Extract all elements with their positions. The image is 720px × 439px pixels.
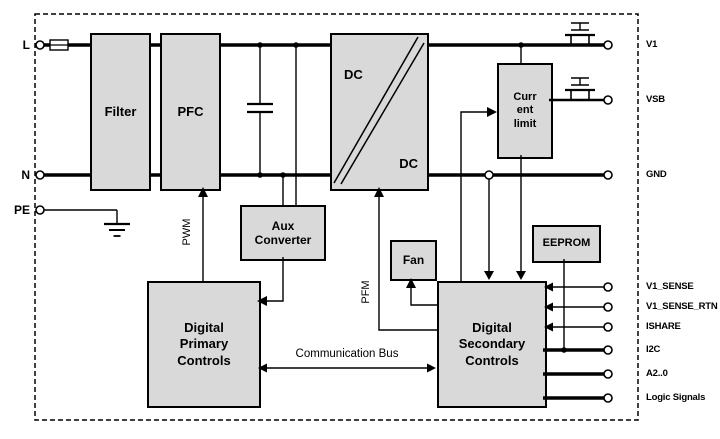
v1-mosfet-icon [565, 22, 595, 45]
gnd-sense-line [484, 170, 494, 280]
arrowhead-right [487, 107, 497, 117]
eeprom-block: EEPROM [532, 225, 601, 263]
terminal-label-pe: PE [13, 203, 30, 217]
filter-block: Filter [90, 33, 151, 191]
current-limit-label: Curr ent limit [513, 91, 537, 130]
current-limit-input-line [518, 42, 524, 63]
aux-converter-label: Aux Converter [254, 218, 312, 247]
communication-bus-line [258, 363, 436, 373]
digital-secondary-controls-block: Digital Secondary Controls [437, 281, 547, 408]
terminal-label-i2c: I2C [646, 344, 661, 355]
communication-bus-label: Communication Bus [295, 348, 399, 360]
arrowhead-down [516, 271, 526, 280]
fan-label: Fan [402, 253, 425, 268]
aux-converter-block: Aux Converter [240, 205, 326, 261]
filter-label: Filter [104, 103, 137, 119]
terminal-vsb [603, 95, 613, 105]
bulk-capacitor-symbol [247, 45, 273, 175]
terminal-label-ishare: ISHARE [646, 321, 681, 332]
terminal-gnd [603, 170, 613, 180]
junction-dot [257, 172, 263, 178]
junction-dot [518, 42, 524, 48]
terminal-pe [35, 205, 45, 215]
terminal-v1-sense-rtn [603, 302, 613, 312]
terminal-n [35, 170, 45, 180]
vsb-mosfet-icon [565, 77, 595, 100]
ishare-line [544, 322, 604, 332]
terminal-label-l: L [22, 38, 30, 52]
pfm-label: PFM [360, 280, 372, 304]
terminal-logic-signals [603, 393, 613, 403]
current-limit-feedback-line [516, 155, 526, 280]
terminal-i2c [603, 345, 613, 355]
current-limit-control-line [460, 107, 497, 281]
dcdc-label-top: DC [344, 67, 363, 82]
terminal-label-v1-sense: V1_SENSE [646, 281, 694, 292]
terminal-label-logic-signals: Logic Signals [646, 392, 706, 403]
terminal-label-n: N [21, 168, 30, 182]
terminal-a2-0 [603, 369, 613, 379]
junction-dot [293, 42, 299, 48]
rail-node-circle [484, 170, 494, 180]
digital-primary-controls-label: Digital Primary Controls [177, 320, 231, 368]
terminal-v1-sense [603, 282, 613, 292]
fan-block: Fan [390, 240, 437, 281]
dcdc-label-bottom: DC [399, 156, 418, 171]
arrowhead-down [484, 271, 494, 280]
pwm-label: PWM [181, 218, 193, 246]
junction-dot [561, 347, 567, 353]
terminal-label-a2-0: A2..0 [646, 368, 668, 379]
eeprom-label: EEPROM [542, 237, 591, 250]
junction-dot [257, 42, 263, 48]
digital-secondary-controls-label: Digital Secondary Controls [458, 320, 526, 368]
junction-dot [280, 172, 286, 178]
terminal-v1 [603, 40, 613, 50]
terminal-label-v1: V1 [646, 39, 658, 50]
terminal-label-v1-sense-rtn: V1_SENSE_RTN [646, 301, 718, 312]
terminal-ishare [603, 322, 613, 332]
terminal-label-vsb: VSB [646, 94, 665, 105]
v1-sense-rtn-line [544, 302, 604, 312]
pe-earth-ground-symbol [44, 209, 130, 237]
terminal-l [35, 40, 45, 50]
digital-primary-controls-block: Digital Primary Controls [147, 281, 261, 408]
pwm-line [198, 187, 208, 281]
current-limit-block: Curr ent limit [497, 63, 553, 159]
eeprom-i2c-line [561, 259, 567, 353]
pfc-label: PFC [177, 103, 204, 119]
fuse-symbol [49, 39, 69, 51]
pfc-block: PFC [160, 33, 221, 191]
arrowhead-right [427, 363, 436, 373]
v1-sense-line [544, 282, 604, 292]
dcdc-converter-block: DC DC [330, 33, 429, 191]
fan-drive-line [406, 278, 437, 306]
terminal-label-gnd: GND [646, 169, 667, 180]
